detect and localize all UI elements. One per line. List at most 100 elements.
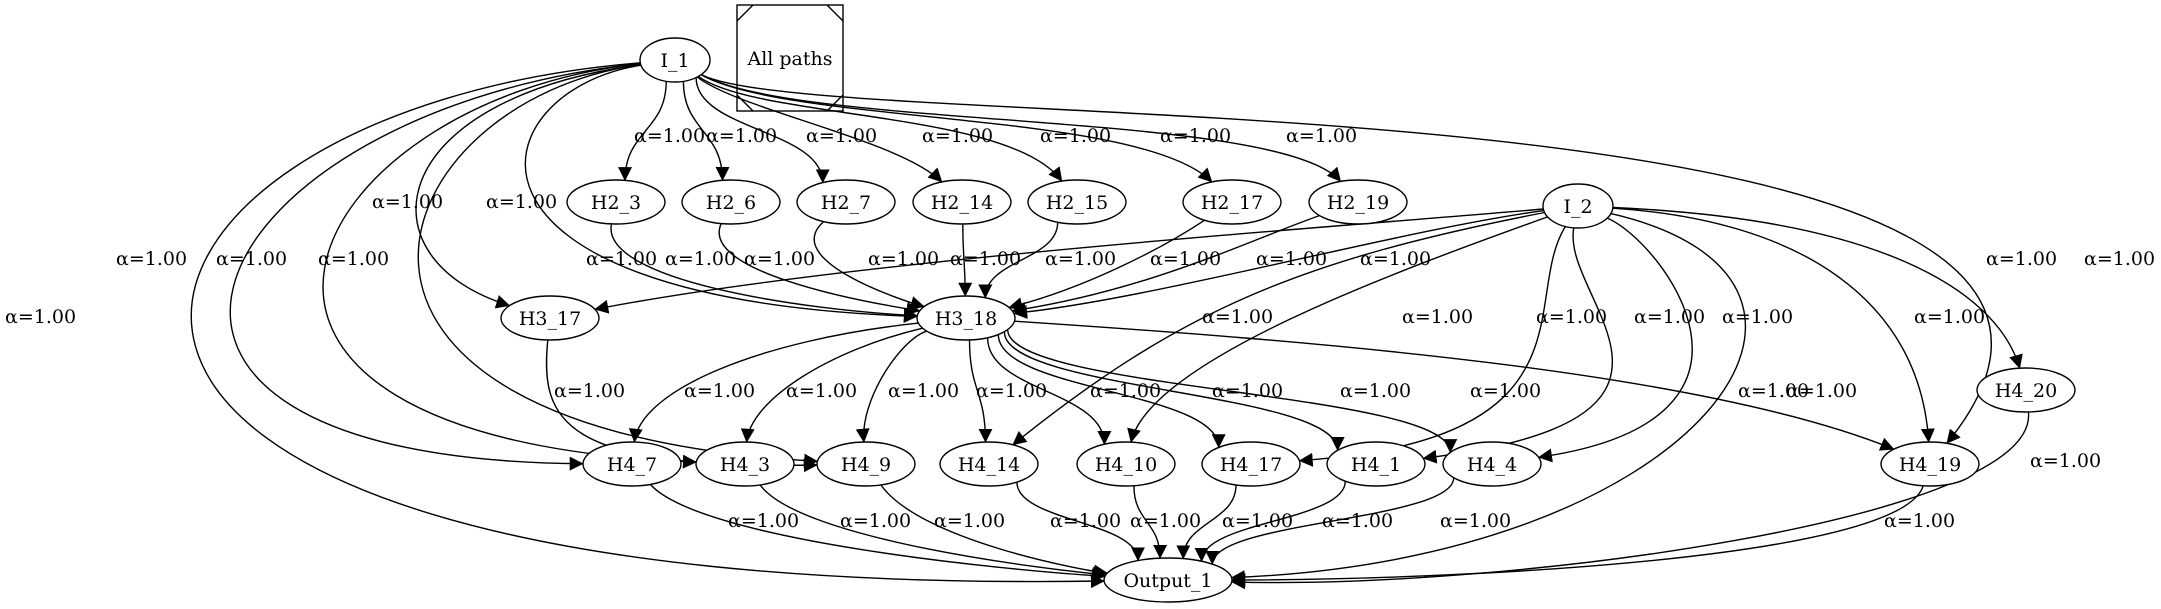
edge-path xyxy=(697,75,1063,182)
node-H4_7: H4_7 xyxy=(582,441,682,487)
edge-H3_18-to-H4_10 xyxy=(986,337,1112,445)
edges-layer xyxy=(190,62,2030,590)
edge-H4_1-to-Output_1 xyxy=(1194,481,1346,562)
node-ellipse xyxy=(1182,179,1282,225)
node-label: H4_17 xyxy=(1220,454,1282,476)
edge-I_2-to-H4_1 xyxy=(1422,227,1614,464)
node-label: H4_1 xyxy=(1351,454,1401,476)
edge-I_2-to-H4_10 xyxy=(1127,216,1548,443)
node-ellipse xyxy=(639,37,711,83)
node-ellipse xyxy=(939,441,1039,487)
node-ellipse xyxy=(1076,441,1176,487)
node-label: H4_10 xyxy=(1095,454,1157,476)
edge-path xyxy=(1133,485,1168,559)
edge-label-H3_18-to-H4_19: α=1.00 xyxy=(1786,380,1857,402)
edge-label-I_1-to-H3_17: α=1.00 xyxy=(372,191,443,213)
edge-H4_14-to-Output_1 xyxy=(1016,482,1145,562)
edge-H3_18-to-H4_17 xyxy=(997,334,1226,449)
edge-path xyxy=(880,484,1108,579)
edge-path xyxy=(695,77,830,184)
edge-H4_4-to-Output_1 xyxy=(1205,477,1455,565)
node-H4_9: H4_9 xyxy=(816,441,916,487)
node-label: H2_15 xyxy=(1046,192,1108,214)
node-ellipse xyxy=(1027,179,1127,225)
node-ellipse xyxy=(1442,441,1542,487)
edge-path xyxy=(1012,211,1545,446)
edge-path xyxy=(1205,477,1455,565)
edge-I_2-to-H4_20 xyxy=(1612,206,2023,369)
edge-label-I_1-to-Output_1: α=1.00 xyxy=(5,306,76,328)
edge-label-H2_3-to-H3_18: α=1.00 xyxy=(586,248,657,270)
edge-path xyxy=(978,222,1059,299)
node-H2_3: H2_3 xyxy=(566,179,666,225)
edge-label-I_2-to-H4_19: α=1.00 xyxy=(1914,306,1985,328)
edge-path xyxy=(618,81,667,182)
edge-label-H4_9-to-Output_1: α=1.00 xyxy=(934,510,1005,532)
node-label: H4_14 xyxy=(958,454,1020,476)
edge-label-H2_6-to-H3_18: α=1.00 xyxy=(665,248,736,270)
edge-path xyxy=(958,223,973,297)
node-H2_14: H2_14 xyxy=(912,179,1012,225)
edge-H3_18-to-H4_3 xyxy=(740,327,923,443)
edge-label-I_2-to-H4_4: α=1.00 xyxy=(1722,306,1793,328)
node-label: I_1 xyxy=(660,50,689,72)
edge-label-I_1-to-H4_3: α=1.00 xyxy=(216,248,287,270)
edge-path xyxy=(1008,219,1205,312)
node-label: H4_4 xyxy=(1467,454,1517,476)
edge-label-I_1-to-H2_15: α=1.00 xyxy=(1040,125,1111,147)
edge-I_1-to-H2_15 xyxy=(697,75,1063,182)
edge-path xyxy=(700,73,1342,182)
legend-title: All paths xyxy=(746,48,832,70)
edge-H2_14-to-H3_18 xyxy=(958,223,973,297)
node-I_2: I_2 xyxy=(1542,183,1614,229)
edge-H4_3-to-Output_1 xyxy=(759,484,1107,581)
edge-label-I_2-to-H3_17: α=1.00 xyxy=(868,248,939,270)
edge-I_1-to-H2_7 xyxy=(695,77,830,184)
edge-path xyxy=(417,63,819,468)
edge-I_1-to-H2_3 xyxy=(618,81,667,182)
edge-label-H4_19-to-Output_1: α=1.00 xyxy=(1884,510,1955,532)
edge-label-I_2-to-Output_1: α=1.00 xyxy=(1738,380,1809,402)
edge-H4_17-to-Output_1 xyxy=(1176,484,1237,560)
edge-label-H3_18-to-H4_1: α=1.00 xyxy=(1340,380,1411,402)
node-H4_19: H4_19 xyxy=(1880,441,1980,487)
node-H4_1: H4_1 xyxy=(1326,441,1426,487)
node-H2_6: H2_6 xyxy=(681,179,781,225)
edge-H3_18-to-H4_4 xyxy=(1007,329,1458,454)
node-ellipse xyxy=(912,179,1012,225)
node-label: H2_19 xyxy=(1327,192,1389,214)
node-H4_10: H4_10 xyxy=(1076,441,1176,487)
edge-label-H2_15-to-H3_18: α=1.00 xyxy=(1045,248,1116,270)
node-label: H2_7 xyxy=(821,192,871,214)
edge-H2_6-to-H3_18 xyxy=(718,223,921,316)
edge-label-H4_10-to-Output_1: α=1.00 xyxy=(1130,510,1201,532)
node-H3_18: H3_18 xyxy=(916,295,1016,341)
edge-path xyxy=(1422,227,1614,464)
edge-label-I_1-to-H4_19: α=1.00 xyxy=(2084,248,2155,270)
edge-I_2-to-H4_17 xyxy=(1298,226,1566,467)
edge-I_1-to-H3_18 xyxy=(524,64,918,323)
edge-path xyxy=(415,63,641,309)
edge-label-H2_14-to-H3_18: α=1.00 xyxy=(950,248,1021,270)
edge-I_1-to-Output_1 xyxy=(190,62,1105,589)
edge-label-I_2-to-H4_20: α=1.00 xyxy=(1986,248,2057,270)
node-ellipse xyxy=(1976,367,2076,413)
edge-path xyxy=(1538,217,1693,463)
node-label: H2_3 xyxy=(591,192,641,214)
node-ellipse xyxy=(1308,179,1408,225)
node-ellipse xyxy=(1103,557,1233,603)
node-H2_19: H2_19 xyxy=(1308,179,1408,225)
edge-path xyxy=(1230,212,1747,585)
edge-I_1-to-H4_7 xyxy=(229,62,641,471)
edge-I_1-to-H2_14 xyxy=(696,76,943,183)
edge-label-H4_4-to-Output_1: α=1.00 xyxy=(1440,510,1511,532)
edge-label-H4_3-to-Output_1: α=1.00 xyxy=(840,510,911,532)
edge-label-H3_18-to-H4_10: α=1.00 xyxy=(1090,380,1161,402)
edge-path xyxy=(1127,216,1548,443)
edge-label-I_1-to-H2_6: α=1.00 xyxy=(706,125,777,147)
edge-H4_10-to-Output_1 xyxy=(1133,485,1168,559)
edge-I_1-to-H2_6 xyxy=(682,81,730,181)
edge-label-I_1-to-H2_17: α=1.00 xyxy=(1160,125,1231,147)
edge-I_2-to-H4_4 xyxy=(1538,217,1693,463)
